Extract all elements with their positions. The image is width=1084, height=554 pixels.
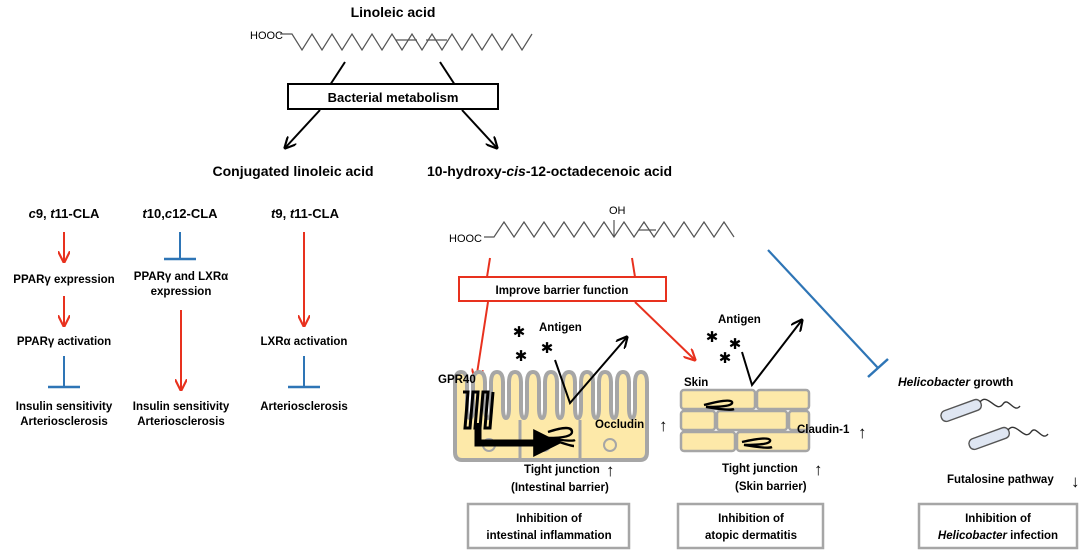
bacterial-metabolism-label: Bacterial metabolism — [328, 90, 459, 105]
skin-barrier-label: (Skin barrier) — [735, 481, 807, 493]
intestine-antigen-star-3: ✱ — [541, 340, 554, 357]
outcome-intestine-box — [466, 502, 631, 550]
col1-inhibit — [48, 356, 80, 389]
futalosine-label: Futalosine pathway — [947, 474, 1054, 486]
col2-outcome-1: Insulin sensitivity — [133, 401, 230, 413]
arrow-to-cla — [285, 109, 321, 148]
occludin-up-arrow: ↑ — [659, 416, 668, 435]
linoleic-cooh-label: HOOC — [250, 30, 283, 42]
barrier-connector-left — [486, 257, 491, 278]
col2-expression-1: PPARγ and LXRα — [134, 271, 228, 283]
hydroxy-acid-structure: HOOC OH — [449, 205, 735, 245]
linoleic-acid-structure: HOOC — [250, 30, 533, 52]
col3-lxr-activation: LXRα activation — [261, 336, 348, 348]
barrier-connector-right — [631, 257, 636, 278]
skin-coil-top-icon — [703, 399, 735, 411]
hydroxy-oh-label: OH — [609, 205, 626, 217]
barrier-function-box — [458, 276, 667, 302]
arrow-to-hydroxy — [461, 109, 497, 148]
occludin-coil-icon — [547, 426, 576, 448]
skin-antigen-star-3: ✱ — [719, 350, 732, 367]
outcome-intestine-line2: intestinal inflammation — [486, 530, 611, 542]
skin-coil-bottom-icon — [741, 437, 773, 449]
skin-antigen-star-2: ✱ — [729, 336, 742, 353]
skin-antigen-star-1: ✱ — [706, 329, 719, 346]
col1-outcome-1: Insulin sensitivity — [16, 401, 113, 413]
arrow-to-gpr40 — [476, 301, 489, 380]
skin-antigen-label: Antigen — [718, 314, 761, 326]
helicobacter-inhibit — [767, 249, 889, 378]
connector-right-in — [439, 61, 456, 86]
barrier-function-label: Improve barrier function — [496, 285, 629, 297]
gpr40-label: GPR40 — [438, 374, 476, 386]
bacterial-metabolism-box — [287, 83, 499, 110]
col2-inhibit — [164, 232, 196, 261]
claudin-label: Claudin-1 — [797, 424, 850, 436]
intestine-tj-up-arrow: ↑ — [606, 461, 615, 480]
helicobacter-bacteria-icon — [940, 398, 1049, 451]
col3-outcome: Arteriosclerosis — [260, 401, 348, 413]
connector-left-in — [329, 61, 346, 86]
intestinal-epithelium — [453, 369, 649, 462]
intestine-tj-label: Tight junction — [524, 464, 600, 476]
isomer-t10c12: t10,c12-CLA — [142, 206, 218, 221]
skin-label: Skin — [684, 377, 708, 389]
signal-arrow — [474, 423, 562, 457]
skin-tj-label: Tight junction — [722, 463, 798, 475]
hydroxy-cooh-label: HOOC — [449, 233, 482, 245]
arrow-to-skin — [634, 301, 695, 360]
isomer-c9t11: c9, t11-CLA — [29, 206, 100, 221]
col1-outcome-2: Arteriosclerosis — [20, 416, 108, 428]
occludin-label: Occludin — [595, 419, 644, 431]
intestine-barrier-label: (Intestinal barrier) — [511, 482, 609, 494]
skin-tj-up-arrow: ↑ — [814, 460, 823, 479]
skin-antigen-blocked-arrow — [741, 320, 802, 388]
col1-ppar-expression: PPARγ expression — [13, 274, 114, 286]
outcome-skin-line1: Inhibition of — [718, 513, 784, 525]
col1-ppar-activation: PPARγ activation — [17, 336, 111, 348]
intestine-antigen-blocked-arrow — [554, 337, 627, 405]
title-linoleic-acid: Linoleic acid — [351, 4, 436, 20]
futalosine-down-arrow: ↓ — [1071, 472, 1080, 491]
branch-hydroxy-title: 10-hydroxy-cis-12-octadecenoic acid — [427, 163, 672, 179]
col2-outcome-2: Arteriosclerosis — [137, 416, 225, 428]
intestine-antigen-star-2: ✱ — [515, 348, 528, 365]
outcome-helicobacter-box — [917, 502, 1079, 550]
outcome-skin-line2: atopic dermatitis — [705, 530, 797, 542]
intestine-antigen-star-1: ✱ — [513, 324, 526, 341]
col3-inhibit — [288, 356, 320, 389]
outcome-intestine-line1: Inhibition of — [516, 513, 582, 525]
claudin-up-arrow: ↑ — [858, 423, 867, 442]
skin-layer — [679, 388, 811, 453]
outcome-skin-box — [676, 502, 825, 550]
outcome-helicobacter-line2: Helicobacter infection — [938, 530, 1058, 542]
outcome-helicobacter-line1: Inhibition of — [965, 513, 1031, 525]
col2-expression-2: expression — [151, 286, 212, 298]
branch-cla-title: Conjugated linoleic acid — [212, 163, 373, 179]
isomer-t9t11: t9, t11-CLA — [271, 206, 340, 221]
helicobacter-growth-label: Helicobacter growth — [898, 375, 1013, 389]
intestine-antigen-label: Antigen — [539, 322, 582, 334]
